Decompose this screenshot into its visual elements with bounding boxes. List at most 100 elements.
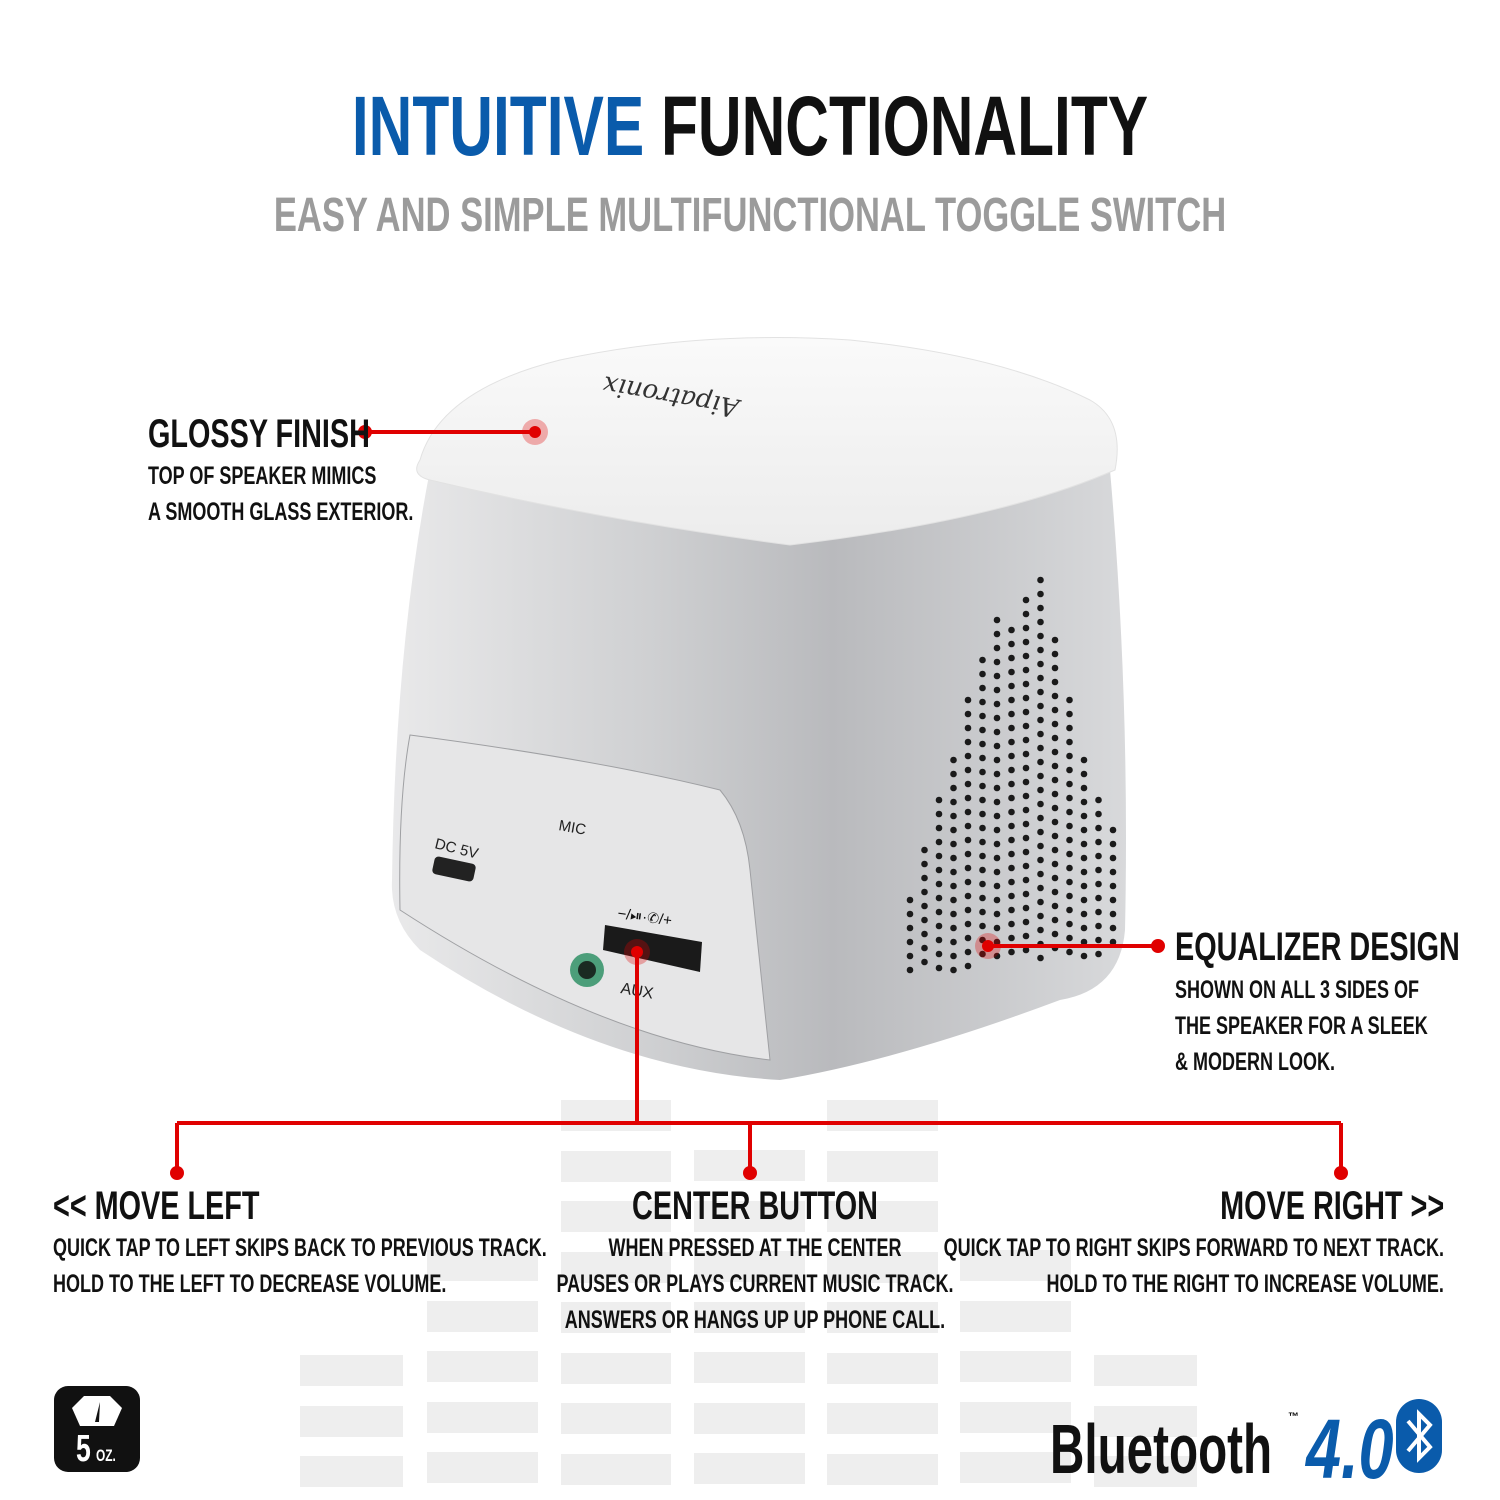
grille-hole — [979, 740, 986, 748]
grille-hole — [1037, 870, 1044, 878]
grille-hole — [1051, 860, 1059, 868]
grille-hole — [1080, 784, 1088, 792]
grille-hole — [1008, 878, 1015, 886]
grille-hole — [979, 922, 986, 930]
grille-hole — [979, 950, 986, 958]
grille-hole — [1066, 752, 1073, 760]
center-line: WHEN PRESSED AT THE CENTER — [608, 1234, 902, 1262]
grille-hole — [1022, 722, 1030, 730]
grille-hole — [1109, 896, 1117, 904]
bluetooth-version: 4.0 — [1306, 1402, 1394, 1496]
background-bar — [960, 1300, 1071, 1332]
background-bar — [694, 1251, 805, 1282]
grille-hole — [993, 784, 1001, 792]
grille-hole — [964, 808, 972, 816]
grille-hole — [921, 860, 928, 868]
grille-hole — [964, 794, 972, 802]
grille-hole — [906, 896, 914, 904]
grille-hole — [935, 796, 943, 804]
grille-hole — [921, 888, 928, 896]
background-bar — [427, 1452, 538, 1483]
background-bar — [561, 1352, 671, 1384]
background-bar — [827, 1302, 938, 1333]
grille-hole — [935, 936, 943, 944]
grille-hole — [906, 966, 914, 974]
center-line: PAUSES OR PLAYS CURRENT MUSIC TRACK. — [556, 1270, 954, 1298]
grille-hole — [964, 892, 972, 900]
grille-hole — [921, 944, 928, 952]
grille-hole — [1066, 906, 1073, 914]
grille-hole — [979, 894, 986, 902]
grille-hole — [1022, 848, 1030, 856]
grille-hole — [1022, 764, 1030, 772]
grille-hole — [1037, 954, 1044, 962]
background-bar — [427, 1300, 538, 1332]
grille-hole — [1051, 818, 1059, 826]
grille-hole — [993, 896, 1001, 904]
grille-hole — [1008, 850, 1015, 858]
background-bar — [827, 1201, 938, 1232]
callout-dots — [170, 419, 1348, 1180]
grille-hole — [979, 754, 986, 762]
grille-hole — [964, 696, 972, 704]
background-bar — [694, 1200, 805, 1232]
grille-hole — [1037, 800, 1044, 808]
background-bar — [694, 1301, 805, 1333]
grille-hole — [964, 878, 972, 886]
equalizer-line: SHOWN ON ALL 3 SIDES OF — [1175, 976, 1420, 1004]
background-bar — [300, 1456, 403, 1487]
move-right-line: HOLD TO THE RIGHT TO INCREASE VOLUME. — [1046, 1270, 1444, 1298]
grille-hole — [1037, 702, 1044, 710]
grille-hole — [1066, 766, 1073, 774]
grille-hole — [979, 908, 986, 916]
grille-hole — [964, 766, 972, 774]
grille-hole — [964, 724, 972, 732]
grille-hole — [1095, 810, 1102, 818]
background-bar — [427, 1351, 538, 1382]
grille-hole — [964, 864, 972, 872]
background-bar — [827, 1453, 938, 1485]
weight-unit: OZ. — [96, 1446, 116, 1465]
grille-hole — [1095, 894, 1102, 902]
grille-hole — [1022, 596, 1030, 604]
grille-hole — [964, 822, 972, 830]
bluetooth-word: Bluetooth — [1050, 1410, 1273, 1488]
grille-hole — [1066, 920, 1073, 928]
page-subtitle: EASY AND SIMPLE MULTIFUNCTIONAL TOGGLE S… — [273, 189, 1227, 242]
grille-hole — [1022, 610, 1030, 618]
grille-hole — [979, 838, 986, 846]
grille-hole — [1022, 666, 1030, 674]
grille-hole — [1051, 888, 1059, 896]
grille-hole — [950, 966, 957, 974]
grille-hole — [993, 770, 1001, 778]
grille-hole — [935, 866, 943, 874]
grille-hole — [1080, 812, 1088, 820]
grille-hole — [1066, 808, 1073, 816]
grille-hole — [964, 920, 972, 928]
grille-hole — [1051, 692, 1059, 700]
grille-hole — [1022, 778, 1030, 786]
grille-hole — [1037, 898, 1044, 906]
background-bar — [300, 1405, 403, 1437]
grille-hole — [1095, 796, 1102, 804]
grille-hole — [1037, 590, 1044, 598]
equalizer-title: EQUALIZER DESIGN — [1175, 925, 1460, 969]
grille-hole — [950, 798, 957, 806]
grille-hole — [1022, 680, 1030, 688]
grille-hole — [1051, 664, 1059, 672]
background-bar — [827, 1352, 938, 1384]
grille-hole — [1037, 786, 1044, 794]
grille-hole — [1022, 736, 1030, 744]
grille-hole — [1008, 626, 1015, 634]
grille-hole — [1037, 674, 1044, 682]
background-bar — [427, 1250, 538, 1281]
background-bar — [561, 1100, 671, 1131]
background-bar — [827, 1403, 938, 1434]
background-bar — [694, 1402, 805, 1434]
grille-hole — [993, 798, 1001, 806]
grille-hole — [1080, 854, 1088, 862]
grille-hole — [1066, 948, 1073, 956]
grille-hole — [993, 812, 1001, 820]
grille-hole — [1080, 826, 1088, 834]
bluetooth-tm: ™ — [1288, 1411, 1299, 1423]
